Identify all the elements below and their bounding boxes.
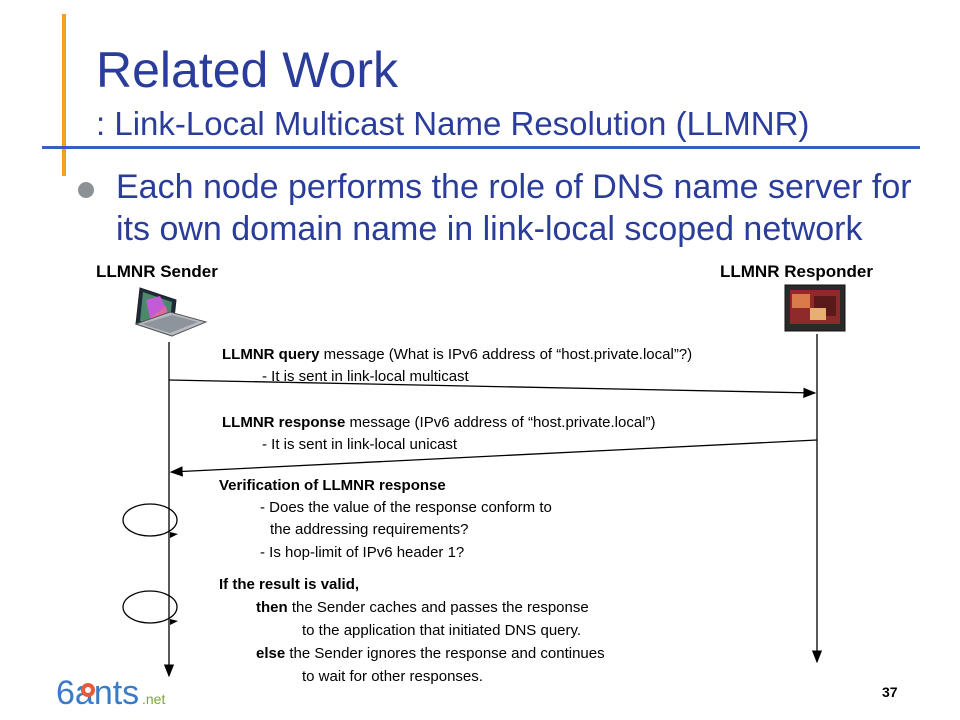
6ants-logo: 6ants .net (56, 674, 165, 712)
slide-subtitle: : Link-Local Multicast Name Resolution (… (96, 105, 810, 142)
response-detail: - It is sent in link-local unicast (262, 436, 458, 453)
verification-title: Verification of LLMNR response (219, 477, 446, 494)
verification-line3: - Is hop-limit of IPv6 header 1? (260, 544, 465, 561)
response-arrow (169, 439, 818, 477)
query-arrow (168, 379, 817, 398)
then-keyword: then (256, 599, 288, 616)
then-text: the Sender caches and passes the respons… (287, 599, 589, 616)
bullet-text: Each node performs the role of DNS name … (116, 168, 912, 248)
verification-line1: - Does the value of the response conform… (260, 499, 552, 516)
logo-suffix: .net (142, 691, 165, 707)
laptop-icon (134, 287, 208, 337)
bullet-dot-icon (78, 182, 94, 198)
sender-label: LLMNR Sender (96, 262, 218, 281)
query-rest: message (What is IPv6 address of “host.p… (319, 346, 693, 363)
result-else: else the Sender ignores the response and… (256, 645, 605, 663)
result-then: then the Sender caches and passes the re… (256, 599, 589, 617)
monitor-icon (784, 284, 846, 332)
accent-bar-vertical (62, 14, 66, 176)
accent-bar-horizontal (42, 146, 920, 149)
query-detail: - It is sent in link-local multicast (262, 368, 469, 385)
else-keyword: else (256, 645, 286, 662)
result-else-2: to wait for other responses. (302, 668, 483, 685)
logo-main: 6ants (56, 674, 139, 712)
query-message: LLMNR query message (What is IPv6 addres… (222, 346, 692, 364)
result-then-2: to the application that initiated DNS qu… (302, 622, 582, 639)
responder-label: LLMNR Responder (720, 262, 873, 281)
query-bold: LLMNR query (222, 346, 320, 363)
response-message: LLMNR response message (IPv6 address of … (222, 414, 656, 432)
result-loop (122, 590, 178, 625)
else-text: the Sender ignores the response and cont… (285, 645, 605, 662)
response-bold: LLMNR response (222, 414, 346, 431)
slide-title: Related Work (96, 42, 398, 98)
verification-loop (122, 503, 178, 538)
result-title: If the result is valid, (219, 576, 360, 593)
response-rest: message (IPv6 address of “host.private.l… (345, 414, 656, 431)
page-number: 37 (882, 684, 898, 700)
verification-line2: the addressing requirements? (270, 521, 469, 538)
